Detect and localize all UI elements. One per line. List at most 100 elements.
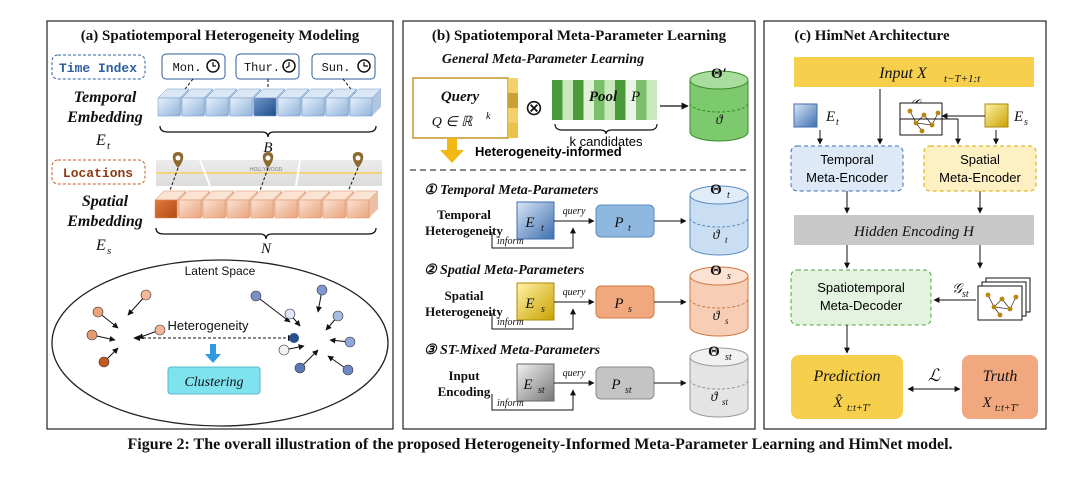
vartheta-green: ϑ [716,113,724,128]
panel-a-title: (a) Spatiotemporal Heterogeneity Modelin… [81,28,360,44]
graph-node [913,120,919,126]
input-sub: t−T+1:t [944,73,981,85]
e-s-label: E [1013,109,1023,125]
n-label: N [260,241,272,257]
hidden-encoding-label: Hidden Encoding H [853,224,975,240]
decoder-2: Meta-Decoder [820,298,903,313]
e-s-sub: s [1024,117,1028,128]
time-index-box [51,54,146,80]
pool-stripe [583,80,594,120]
day-thur: Thur. [244,61,280,75]
inform-label: inform [497,236,524,247]
vartheta-st-sub: st [722,397,729,407]
panel-a-border [46,20,394,430]
pool-label: Pool [589,89,618,105]
pool-p: P [630,89,640,105]
graph-node [1013,294,1019,300]
vartheta-t: ϑ [713,228,721,243]
map-text: HOLLYWOOD [250,167,283,173]
theta-s-cylinder [689,266,749,337]
e-t-label: E [825,109,835,125]
graph-node [985,292,991,298]
theta-st: Θ [708,344,720,360]
spatial-embedding-label-2: Embedding [66,213,143,230]
temporal-embedding-bars [157,88,382,117]
e-t-box [516,201,555,240]
latent-point [250,290,262,302]
temporal-embedding-bar [349,88,382,117]
query-arrow-label: query [563,287,586,298]
vartheta-s-sub: s [725,316,729,326]
temporal-embedding-label-2: Embedding [66,109,143,126]
truth-math: X [981,395,992,411]
e-st-box [516,363,555,402]
latent-points [86,284,356,376]
graph-node [991,304,997,310]
panel-b: (b) Spatiotemporal Meta-Parameter Learni… [402,20,756,430]
brace-b [159,125,377,138]
latent-point [154,324,166,336]
hidden-encoding-box [794,215,1034,245]
e-t-sub: t [836,117,839,128]
spatial-meta-title: ② Spatial Meta-Parameters [424,263,585,278]
figure-caption: Figure 2: The overall illustration of th… [127,436,953,453]
prediction-sub: t:t+T′ [847,403,871,414]
clock-icon [282,59,296,73]
e-t-subscript: t [107,140,111,152]
graph-node [935,110,941,116]
query-label: Query [441,89,480,105]
spatial-encoder-2: Meta-Encoder [939,170,1021,185]
prediction-box [791,355,903,419]
pool-stripe [636,80,647,120]
decoder-box [790,269,932,326]
location-pin-icon [352,152,364,168]
prediction-math: X̂ [832,395,843,411]
heterogeneity-informed-label: Heterogeneity-informed [475,144,622,159]
temporal-encoder-1: Temporal [820,152,874,167]
prediction-label: Prediction [813,368,881,385]
query-arrow-label: query [563,368,586,379]
e-t-box-label: E [524,215,534,231]
theta-st-cylinder [689,347,749,418]
temporal-embedding-label-1: Temporal [74,89,137,106]
theta-t-cylinder [689,185,749,256]
truth-label: Truth [983,368,1018,385]
graph-node [997,312,1003,318]
graph-node [1007,306,1013,312]
theta-t: Θ [710,182,722,198]
p-st-label: P [610,377,620,393]
p-st-sub: st [625,385,632,396]
temporal-encoder-2: Meta-Encoder [806,170,888,185]
clock-icon [357,59,371,73]
pool-stripe [562,80,573,120]
pool-stripe [552,80,563,120]
pool-stripe [625,80,636,120]
spatial-encoder-box [923,145,1037,192]
latent-point [92,306,104,318]
truth-box [962,355,1038,419]
temporal-het-1: Temporal [437,207,491,222]
b-label: B [263,140,272,156]
latent-point [332,310,344,322]
p-t-label: P [613,215,623,231]
otimes-symbol: ⊗ [525,95,543,120]
graph-icon [985,292,1019,318]
truth-sub: t:t+T′ [995,403,1019,414]
e-t-symbol: E [95,132,106,149]
input-label: Input X [878,65,928,82]
graph-gst-label: 𝒢 [952,282,964,297]
pool-stripe [615,80,626,120]
theta-prime: Θ′ [711,66,727,82]
st-meta-title: ③ ST-Mixed Meta-Parameters [424,343,601,358]
e-st-box-sub: st [538,385,545,396]
vartheta-st: ϑ [711,390,719,405]
p-s-box [595,285,655,319]
panel-c-border [763,20,1047,430]
panel-a: (a) Spatiotemporal Heterogeneity Modelin… [46,20,394,430]
cluster-point [289,333,299,343]
time-index-label: Time Index [59,61,137,76]
latent-arrow [255,295,291,323]
location-pin-icon [262,152,274,168]
pool-stripe [604,80,615,120]
